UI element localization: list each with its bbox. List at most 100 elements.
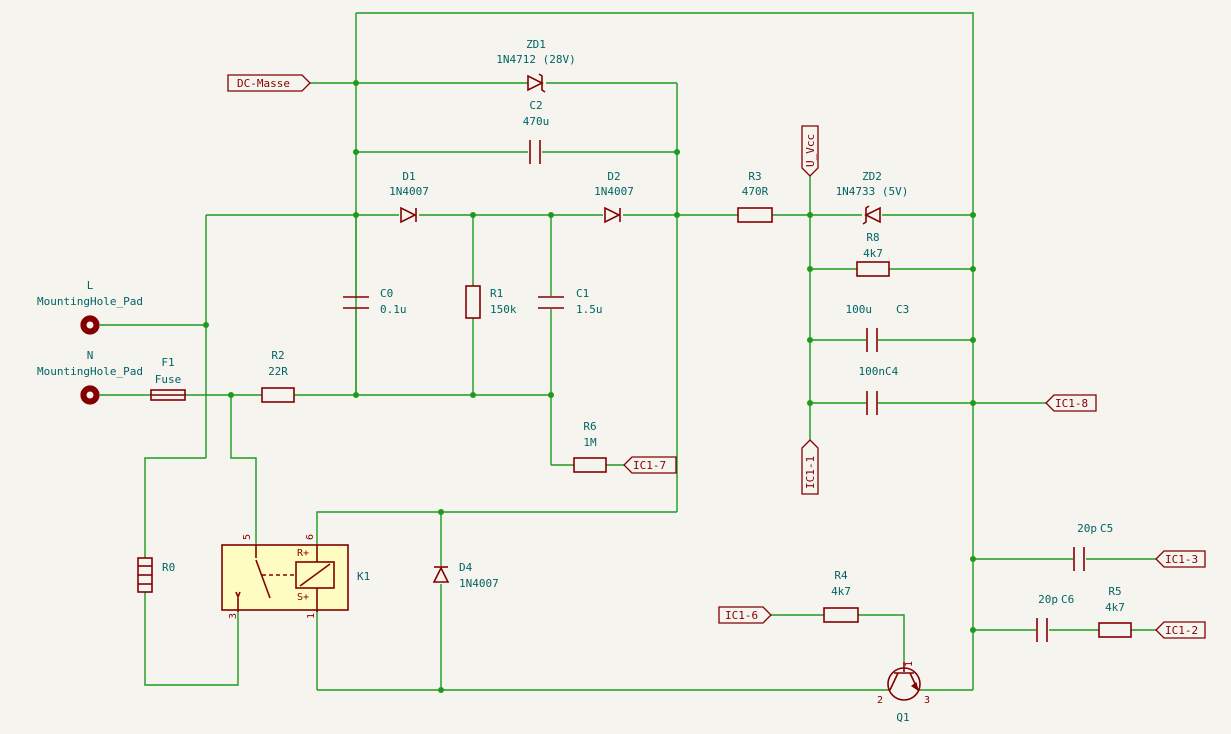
d4-ref: D4 xyxy=(459,561,473,574)
f1-value: Fuse xyxy=(155,373,182,386)
d2-value: 1N4007 xyxy=(594,185,634,198)
zd2-ref: ZD2 xyxy=(862,170,882,183)
junction-dot xyxy=(970,212,976,218)
capacitor-c2[interactable]: C2 470u xyxy=(523,99,550,164)
fuse-f1[interactable]: F1 Fuse xyxy=(150,356,186,401)
capacitor-c0[interactable]: C0 0.1u xyxy=(343,287,407,316)
resistor-r2[interactable]: R2 22R xyxy=(261,349,295,403)
q1-ref: Q1 xyxy=(896,711,909,724)
ic1-2-text: IC1-2 xyxy=(1165,624,1198,637)
k1-pin-splus: S+ xyxy=(297,592,309,603)
r4-value: 4k7 xyxy=(831,585,851,598)
d1-value: 1N4007 xyxy=(389,185,429,198)
junction-dot xyxy=(470,392,476,398)
c5-value: 20p xyxy=(1077,522,1097,535)
r3-ref: R3 xyxy=(748,170,761,183)
c4-ref: C4 xyxy=(885,365,899,378)
junction-dot xyxy=(970,556,976,562)
zd1-ref: ZD1 xyxy=(526,38,546,51)
junction-dot xyxy=(674,149,680,155)
ic1-3-text: IC1-3 xyxy=(1165,553,1198,566)
mh-l-value: MountingHole_Pad xyxy=(37,295,143,308)
transistor-q1[interactable]: 1 2 3 Q1 xyxy=(877,661,930,724)
diode-d4[interactable]: D4 1N4007 xyxy=(432,561,499,590)
c6-ref: C6 xyxy=(1061,593,1074,606)
net-label-ic1-1[interactable]: IC1-1 xyxy=(801,439,819,495)
net-label-u-vcc[interactable]: U_Vcc xyxy=(801,125,819,177)
q1-pin-3: 3 xyxy=(924,695,930,706)
junction-dot xyxy=(970,627,976,633)
r1-ref: R1 xyxy=(490,287,503,300)
resistor-r8[interactable]: R8 4k7 xyxy=(856,231,890,277)
resistor-r6[interactable]: R6 1M xyxy=(573,420,607,473)
diode-d2[interactable]: D2 1N4007 xyxy=(594,170,634,224)
zener-diode-zd1[interactable]: ZD1 1N4712 (28V) xyxy=(496,38,576,93)
r6-value: 1M xyxy=(583,436,597,449)
capacitor-c6[interactable]: 20p C6 xyxy=(1036,593,1074,642)
mh-n-value: MountingHole_Pad xyxy=(37,365,143,378)
r4-ref: R4 xyxy=(834,569,848,582)
d2-ref: D2 xyxy=(607,170,620,183)
junction-dot xyxy=(674,212,680,218)
resistor-r1[interactable]: R1 150k xyxy=(465,285,517,319)
mounting-hole-n[interactable]: N MountingHole_Pad xyxy=(37,349,143,405)
diode-d1[interactable]: D1 1N4007 xyxy=(389,170,429,224)
junction-dot xyxy=(807,266,813,272)
c1-ref: C1 xyxy=(576,287,589,300)
q1-pin-2: 2 xyxy=(877,695,883,706)
c6-value: 20p xyxy=(1038,593,1058,606)
zd2-value: 1N4733 (5V) xyxy=(836,185,909,198)
k1-pin-5: 5 xyxy=(242,534,253,540)
c1-value: 1.5u xyxy=(576,303,603,316)
capacitor-c5[interactable]: 20p C5 xyxy=(1073,522,1113,571)
r5-value: 4k7 xyxy=(1105,601,1125,614)
capacitor-c1[interactable]: C1 1.5u xyxy=(538,287,603,316)
ic1-1-text: IC1-1 xyxy=(804,456,817,489)
r1-value: 150k xyxy=(490,303,517,316)
dc-masse-text: DC-Masse xyxy=(237,77,290,90)
q1-pin-1: 1 xyxy=(904,661,915,667)
net-label-dc-masse[interactable]: DC-Masse xyxy=(227,74,311,92)
junction-dot xyxy=(470,212,476,218)
c0-ref: C0 xyxy=(380,287,393,300)
mh-n-ref: N xyxy=(87,349,94,362)
junction-dot xyxy=(228,392,234,398)
net-label-ic1-2[interactable]: IC1-2 xyxy=(1155,621,1206,639)
junction-dot xyxy=(438,509,444,515)
capacitor-c4[interactable]: 100n C4 xyxy=(859,365,899,415)
r2-value: 22R xyxy=(268,365,288,378)
junction-dot xyxy=(548,392,554,398)
junction-dot xyxy=(807,337,813,343)
zener-diode-zd2[interactable]: ZD2 1N4733 (5V) xyxy=(836,170,909,225)
zd1-value: 1N4712 (28V) xyxy=(496,53,575,66)
c2-ref: C2 xyxy=(529,99,542,112)
relay-k1[interactable]: R+ S+ 5 6 3 1 K1 xyxy=(221,534,370,619)
net-label-ic1-7[interactable]: IC1-7 xyxy=(623,456,677,474)
net-label-ic1-8[interactable]: IC1-8 xyxy=(1045,394,1097,412)
junction-dot xyxy=(970,266,976,272)
resistor-r3[interactable]: R3 470R xyxy=(737,170,773,223)
junction-dot xyxy=(353,80,359,86)
wires xyxy=(100,12,1156,691)
ic1-8-text: IC1-8 xyxy=(1055,397,1088,410)
c0-value: 0.1u xyxy=(380,303,407,316)
c5-ref: C5 xyxy=(1100,522,1113,535)
f1-ref: F1 xyxy=(161,356,174,369)
r8-value: 4k7 xyxy=(863,247,883,260)
junction-dot xyxy=(438,687,444,693)
mounting-hole-l[interactable]: L MountingHole_Pad xyxy=(37,279,143,335)
r5-ref: R5 xyxy=(1108,585,1121,598)
junction-dot xyxy=(970,400,976,406)
d1-ref: D1 xyxy=(402,170,415,183)
k1-pin-6: 6 xyxy=(305,534,316,540)
net-label-ic1-6[interactable]: IC1-6 xyxy=(718,606,772,624)
capacitor-c3[interactable]: 100u C3 xyxy=(846,303,910,352)
resistor-r4[interactable]: R4 4k7 xyxy=(823,569,859,623)
k1-pin-rplus: R+ xyxy=(297,548,309,559)
resistor-r5[interactable]: R5 4k7 xyxy=(1098,585,1132,638)
junction-dot xyxy=(807,400,813,406)
junction-dot xyxy=(353,149,359,155)
resistor-r0[interactable]: R0 xyxy=(137,557,175,593)
ic1-7-text: IC1-7 xyxy=(633,459,666,472)
net-label-ic1-3[interactable]: IC1-3 xyxy=(1155,550,1206,568)
